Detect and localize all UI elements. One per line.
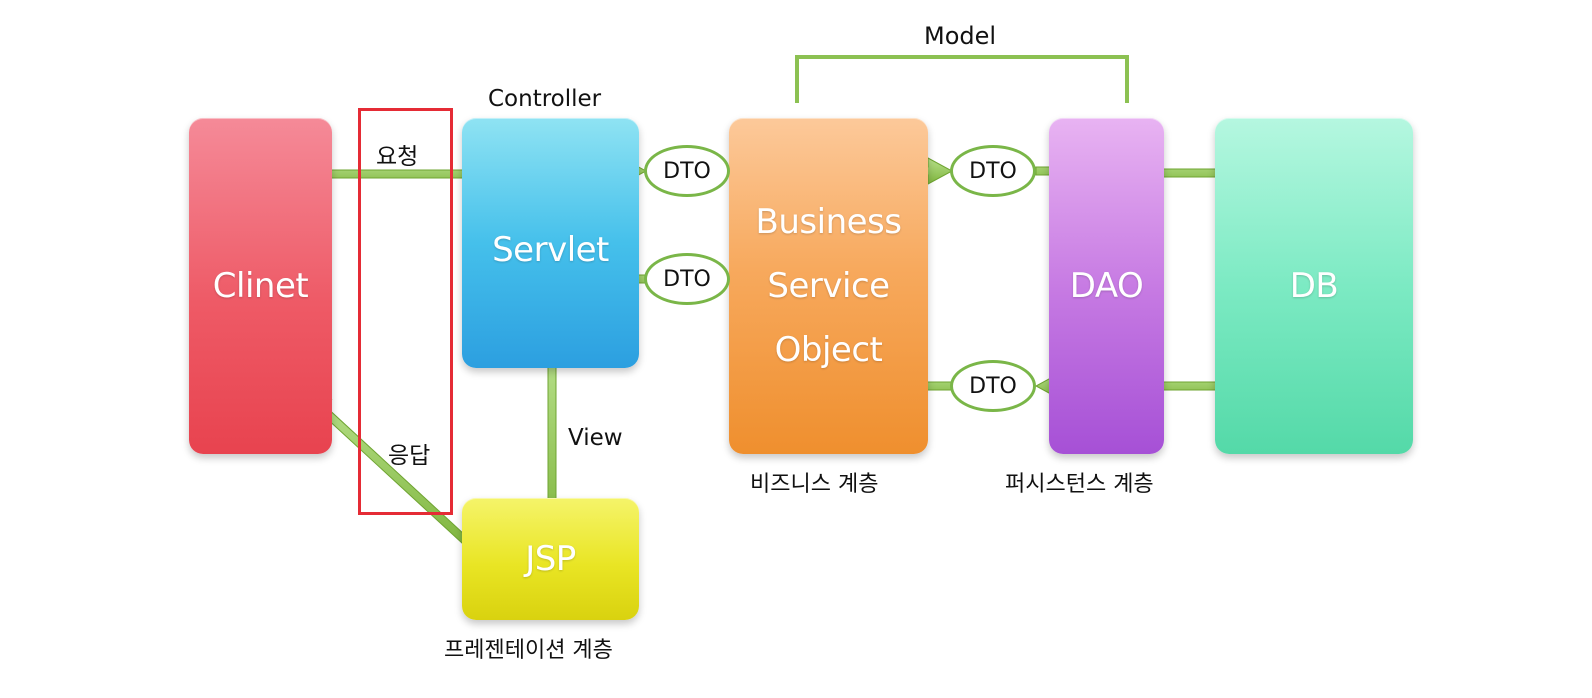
response-label: 응답 [388,443,431,469]
request-label: 요청 [376,144,419,170]
servlet-box: Servlet [462,118,639,368]
dao-title: DAO [1069,266,1144,306]
view-label: View [568,425,623,451]
dto-badge-servlet-to-business: DTO [644,145,730,197]
controller-label: Controller [488,86,602,112]
servlet-title: Servlet [492,230,609,270]
presentation-layer-label: 프레젠테이션 계층 [444,638,613,663]
request-response-highlight [358,108,453,515]
model-bracket [795,55,1129,103]
business-service-object-box: Business Service Object [729,118,928,454]
jsp-title: JSP [525,539,576,579]
client-box: Clinet [189,118,332,454]
model-label: Model [924,22,997,50]
business-service-object-title: Business Service Object [755,202,902,370]
business-layer-label: 비즈니스 계층 [750,472,879,497]
dao-box: DAO [1049,118,1164,454]
jsp-box: JSP [462,498,639,620]
dto-badge-business-to-dao: DTO [950,145,1036,197]
dto-badge-business-to-servlet: DTO [644,253,730,305]
dto-badge-dao-to-business: DTO [950,360,1036,412]
db-title: DB [1289,266,1339,306]
client-title: Clinet [212,266,309,306]
persistence-layer-label: 퍼시스턴스 계층 [1005,472,1154,497]
db-box: DB [1215,118,1413,454]
